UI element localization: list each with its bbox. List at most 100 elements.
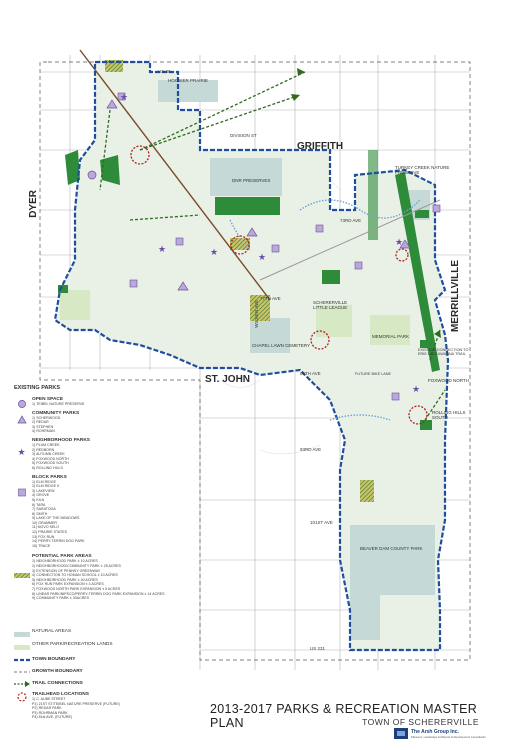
bike-trails xyxy=(229,199,421,421)
label-future-bike-lane: FUTURE BIKE LANE xyxy=(355,372,392,376)
legend-list-item: 15) TRACE xyxy=(32,543,51,548)
legend-list-item: 2) REDBORN xyxy=(32,447,55,452)
legend-list-item: P2) REDAR PARK xyxy=(32,706,62,711)
green-park-north xyxy=(65,150,80,185)
scherwood-park xyxy=(215,197,280,215)
label-hoosier-prairie: HOOSIER PRAIRIE xyxy=(168,78,209,83)
potential-park-3 xyxy=(230,238,250,250)
green-park-west xyxy=(100,155,120,185)
legend-list-item: 2) ELM RIDGE II xyxy=(32,484,59,489)
railroad-diagonal xyxy=(79,49,271,301)
legend-other-lands: OTHER PARK/RECREATION LANDS xyxy=(32,642,113,647)
green-park-east xyxy=(395,172,440,372)
label-division-st: DIVISION ST xyxy=(230,133,257,138)
label-memorial-park: MEMORIAL PARK xyxy=(372,334,410,339)
legend-open-space-items: 1) TEIBEL NATURE PRESERVE xyxy=(14,402,204,407)
label-us231: US 231 xyxy=(310,646,326,651)
legend-list-item: 2) NEIGHBORHOOD/COMMUNITY PARK ± 25 ACRE… xyxy=(32,564,121,569)
highway-diagonal xyxy=(259,199,441,281)
firm-logo-tagline: Planners, Landscape Architects & Develop… xyxy=(411,734,486,739)
legend-open-space: OPEN SPACE 1) TEIBEL NATURE PRESERVE xyxy=(14,397,204,407)
label-merrillville: MERRILLVILLE xyxy=(450,260,461,333)
green-park-7 xyxy=(415,210,429,218)
label-rolling-hills: ROLLING HILLS SOUTH xyxy=(432,410,466,420)
trail-connections xyxy=(99,71,446,421)
legend-list-item: P3) ROHRMAN PARK xyxy=(32,710,68,715)
legend-list-item: 4) FOXWOOD NORTH xyxy=(32,456,69,461)
svg-text:★: ★ xyxy=(258,253,266,263)
legend-list-item: P4) 81st AVE. (FUTURE) xyxy=(32,715,73,720)
legend-list-item: 2) REDAR xyxy=(32,420,49,425)
green-park-6 xyxy=(420,420,432,430)
map-legend: EXISTING PARKS OPEN SPACE 1) TEIBEL NATU… xyxy=(14,385,204,719)
legend-list-item: 9) COMMUNITY PARK ± 30ACRES xyxy=(32,596,90,601)
legend-list-item: 12) PRAIRIE STATES xyxy=(32,530,68,535)
label-77th: 77TH AVE xyxy=(260,296,281,301)
legend-potential-title: POTENTIAL PARK AREAS xyxy=(32,554,92,560)
legend-block-title: BLOCK PARKS xyxy=(32,474,67,480)
firm-logo: The Arsh Group Inc. Planners, Landscape … xyxy=(394,728,486,739)
page-title: 2013-2017 PARKS & RECREATION MASTER PLAN xyxy=(210,702,478,730)
label-griffith: GRIFFITH xyxy=(297,141,344,152)
label-st-john: ST. JOHN xyxy=(205,374,251,385)
memorial-park-area xyxy=(370,315,410,345)
legend-list-item: 10) GRAMMER xyxy=(32,520,57,525)
beaver-dam-extension xyxy=(350,595,380,640)
potential-park-2 xyxy=(360,480,374,502)
legend-natural-areas: NATURAL AREAS xyxy=(32,629,72,634)
park-symbols: ★ ★ ★ ★ ★ ★ xyxy=(87,92,441,401)
legend-list-item: 8) SMITH xyxy=(32,511,48,516)
legend-list-item: 4) CONNECTION TO HOMAN SCHOOL ± 10 ACRES xyxy=(32,573,118,578)
dnr-preserve-area xyxy=(210,158,282,196)
label-85th: 85TH AVE xyxy=(300,371,321,376)
legend-list-item: 14) PERRY-TERRIN DOG PARK xyxy=(32,539,85,544)
legend-list-item: 6) FOX RUN PARK EXPANSION ± 3 ACRES xyxy=(32,582,104,587)
legend-list-item: 1) NEIGHBORHOOD PARK ± 10 ACRES xyxy=(32,559,98,564)
trailhead-markers xyxy=(130,145,428,425)
green-park-4 xyxy=(420,340,430,348)
label-chapel-lawn: CHAPEL LAWN CEMETERY xyxy=(252,343,311,348)
firm-logo-mark xyxy=(394,728,408,739)
legend-list-item: 6) TARA xyxy=(32,502,46,507)
svg-text:★: ★ xyxy=(120,93,128,103)
label-dnr-preserves: DNR PRESERVES xyxy=(232,178,271,183)
legend-list-item: 7) FOXWOOD NORTH PARK EXPANSION ± 5 ACRE… xyxy=(32,587,121,591)
legend-list-item: 3) STEPHEN xyxy=(32,424,54,429)
svg-text:★: ★ xyxy=(158,245,166,255)
legend-trail-connections: TRAIL CONNECTIONS xyxy=(32,681,83,686)
legend-list-item: 11) NOVO SELO xyxy=(32,525,60,530)
legend-list-item: 3) LAKEVIEW xyxy=(32,488,55,493)
trail-arrow-2 xyxy=(291,94,300,101)
legend-neighborhood-title: NEIGHBORHOOD PARKS xyxy=(32,437,91,443)
hoosier-prairie-area xyxy=(158,80,218,102)
green-park-corridor xyxy=(368,150,378,240)
legend-potential-parks: POTENTIAL PARK AREAS 1) NEIGHBORHOOD PAR… xyxy=(14,554,204,600)
legend-list-item: 5) FOXWOOD SOUTH xyxy=(32,461,69,466)
legend-list-item: 4) ROHRMAN xyxy=(32,429,55,434)
other-lands-1 xyxy=(60,290,90,320)
legend-open-space-title: OPEN SPACE xyxy=(32,397,64,402)
label-foxwood-north: FOXWOOD NORTH xyxy=(428,378,469,383)
legend-growth-boundary: GROWTH BOUNDARY xyxy=(32,669,83,674)
legend-list-item: P1) 21ST ST/TEIBEL NATURE PRESERVE (FUTU… xyxy=(32,701,120,706)
legend-list-item: 5) NEIGHBORHOOD PARK ± 40 ACRES xyxy=(32,577,98,582)
trail-arrow-3 xyxy=(434,330,441,338)
legend-list-item: 3) EXTENSION OF PENNSY GREENWAY xyxy=(32,568,101,573)
label-93rd: 93RD AVE xyxy=(300,447,322,452)
legend-list-item: 7) SARATOGA xyxy=(32,507,56,512)
legend-list-item: 1) ELM RIDGE xyxy=(32,479,56,484)
trail-arrow-1 xyxy=(297,68,305,76)
legend-list-item: 8) LINEAR PARK/NIPSCO/PERRY-TERRIN DOG P… xyxy=(32,591,165,596)
legend-town-boundary: TOWN BOUNDARY xyxy=(32,657,76,662)
svg-text:★: ★ xyxy=(395,238,403,248)
label-73rd: 73RD AVE xyxy=(340,218,362,223)
legend-list-item: 6) ROLLING HILLS xyxy=(32,465,63,470)
legend-community-title: COMMUNITY PARKS xyxy=(32,410,80,416)
